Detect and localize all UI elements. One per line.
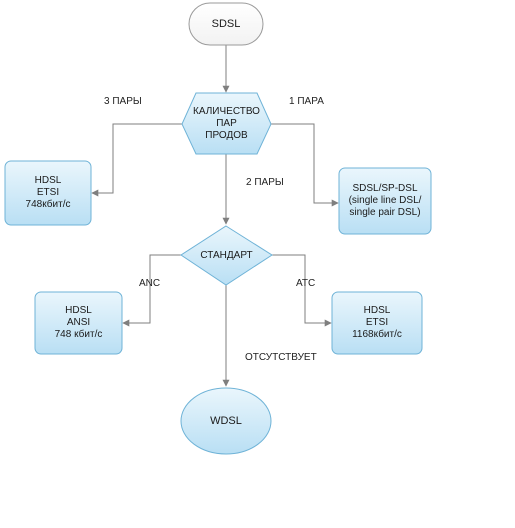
edge-label-absent: ОТСУТСТВУЕТ: [245, 352, 317, 363]
edge-label-atc: ATC: [296, 278, 316, 289]
pairs-hexagon-shape: [181, 92, 272, 155]
hdsl-ansi-shape: [34, 291, 123, 355]
edge-pairs-to-sdsl-spdsl: [271, 123, 339, 207]
hdsl-etsi-748-shape: [4, 160, 92, 226]
wdsl-node-shape: [180, 387, 272, 455]
edge-label-two-pairs: 2 ПАРЫ: [246, 177, 284, 188]
edge-label-three-pairs: 3 ПАРЫ: [104, 96, 142, 107]
edge-pairs-to-hdsl-etsi-748: [91, 123, 183, 197]
edge-label-anc: ANC: [139, 278, 161, 289]
hdsl-etsi-1168-shape: [331, 291, 423, 355]
edge-standard-to-hdsl-etsi-1168: [272, 254, 332, 327]
standard-diamond-shape: [180, 225, 273, 286]
sdsl-spdsl-shape: [338, 167, 432, 235]
start-node-shape: [188, 2, 264, 46]
edge-standard-to-hdsl-ansi: [122, 254, 181, 327]
edge-label-one-pair: 1 ПАРА: [289, 96, 324, 107]
